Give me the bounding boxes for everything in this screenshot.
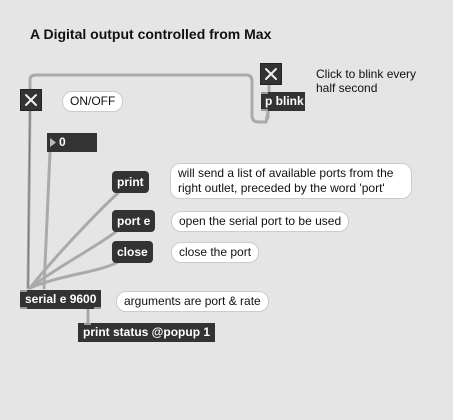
comment-blink-line-1: Click to blink every <box>316 67 417 81</box>
comment-print-line-1: will send a list of available ports from… <box>178 166 394 180</box>
comment-blink-line-2: half second <box>316 81 378 95</box>
patch-title: A Digital output controlled from Max <box>30 26 272 42</box>
outlet[interactable] <box>94 307 102 309</box>
object-p-blink-label: p blink <box>265 94 304 108</box>
comment-port: open the serial port to be used <box>171 211 350 232</box>
triangle-icon <box>50 138 56 147</box>
comment-serial: arguments are port & rate <box>116 291 269 312</box>
comment-print: will send a list of available ports from… <box>170 163 412 199</box>
inlet[interactable] <box>261 92 268 94</box>
x-toggle-icon <box>265 68 277 80</box>
message-close[interactable]: close <box>112 241 153 263</box>
object-serial[interactable]: serial e 9600 <box>20 290 102 309</box>
outlet[interactable] <box>20 307 27 309</box>
message-print[interactable]: print <box>112 171 149 193</box>
outlet[interactable] <box>261 109 268 111</box>
number-box[interactable]: 0 <box>47 133 97 152</box>
inlet[interactable] <box>20 290 27 292</box>
toggle-on-off[interactable] <box>20 89 42 111</box>
object-serial-label: serial e 9600 <box>25 292 97 306</box>
comment-blink: Click to blink every half second <box>316 67 416 95</box>
comment-print-line-2: right outlet, preceded by the word 'port… <box>178 181 385 195</box>
inlet[interactable] <box>84 323 91 325</box>
number-box-value: 0 <box>59 135 66 149</box>
object-print-status-label: print status @popup 1 <box>83 325 211 339</box>
message-port-e[interactable]: port e <box>112 210 156 232</box>
comment-close: close the port <box>171 242 260 263</box>
comment-on-off: ON/OFF <box>62 91 124 112</box>
object-print-status[interactable]: print status @popup 1 <box>78 323 216 342</box>
x-toggle-icon <box>25 94 37 106</box>
toggle-blink[interactable] <box>260 63 282 85</box>
object-p-blink[interactable]: p blink <box>261 92 305 111</box>
